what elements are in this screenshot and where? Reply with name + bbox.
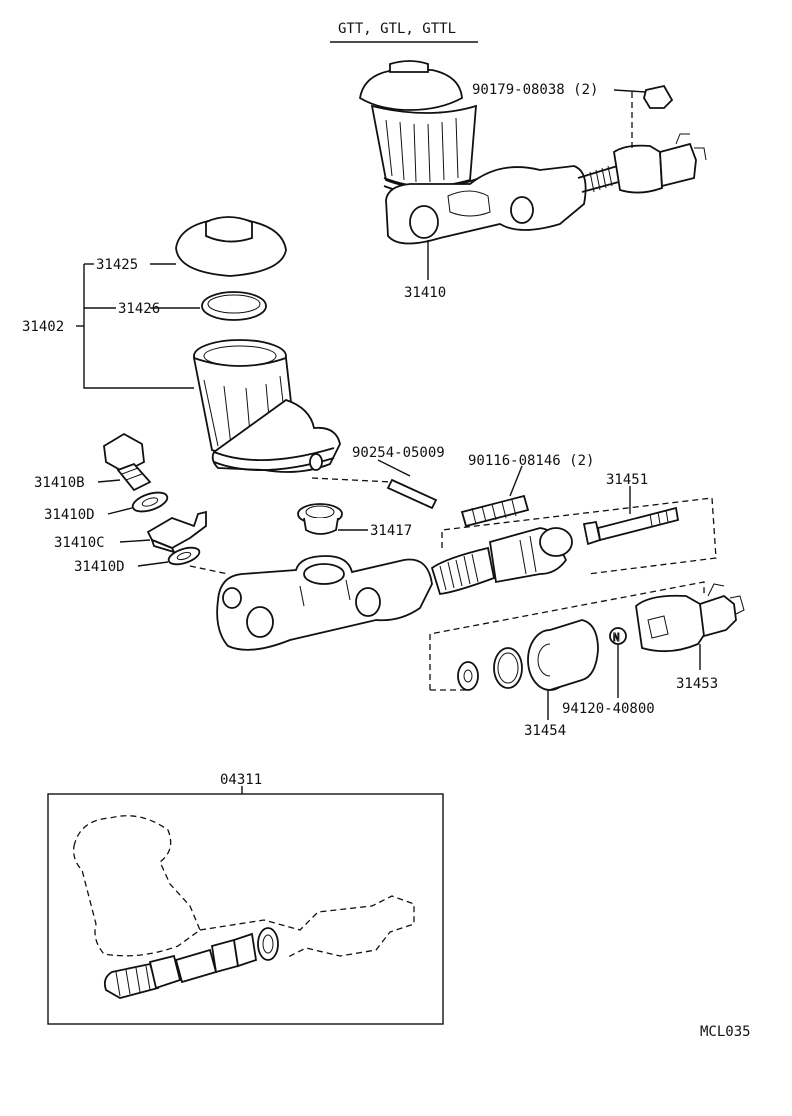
label-90254-05009: 90254-05009 [352,445,445,461]
variant-title: GTT, GTL, GTTL [338,21,456,37]
reservoir-seal [201,291,267,321]
repair-kit [73,815,415,999]
gasket-lower [167,546,201,566]
label-94120-40800: 94120-40800 [562,701,655,717]
gasket-upper [131,491,169,513]
label-04311: 04311 [220,772,262,788]
grommet [297,503,343,535]
washer [457,661,479,691]
piston-assembly [430,527,573,595]
reservoir-cap [175,216,287,277]
master-cylinder-body [216,555,433,651]
label-31410D-lower: 31410D [74,559,125,575]
svg-text:N: N [613,631,620,644]
pin [386,478,438,510]
union-bolt [103,432,152,492]
diagram-code: MCL035 [700,1024,751,1040]
label-31453: 31453 [676,676,718,692]
label-31426: 31426 [118,301,160,317]
label-31417: 31417 [370,523,412,539]
push-rod [582,506,680,546]
label-31454: 31454 [524,723,566,739]
snap-ring [493,647,523,689]
label-31451: 31451 [606,472,648,488]
union-fitting [146,510,207,554]
label-31402: 31402 [22,319,64,335]
stud-bolt [460,494,530,528]
label-31410C: 31410C [54,535,105,551]
reservoir-body [192,339,341,473]
label-31410B: 31410B [34,475,85,491]
label-31410: 31410 [404,285,446,301]
nut: N [609,627,627,645]
label-90116-08146: 90116-08146 (2) [468,453,594,469]
boot [527,619,599,691]
clevis [635,583,745,653]
master-cylinder-assembly-top [359,60,707,245]
label-31425: 31425 [96,257,138,273]
label-90179-08038: 90179-08038 (2) [472,82,598,98]
label-31410D-upper: 31410D [44,507,95,523]
kit-frame [47,793,444,1025]
